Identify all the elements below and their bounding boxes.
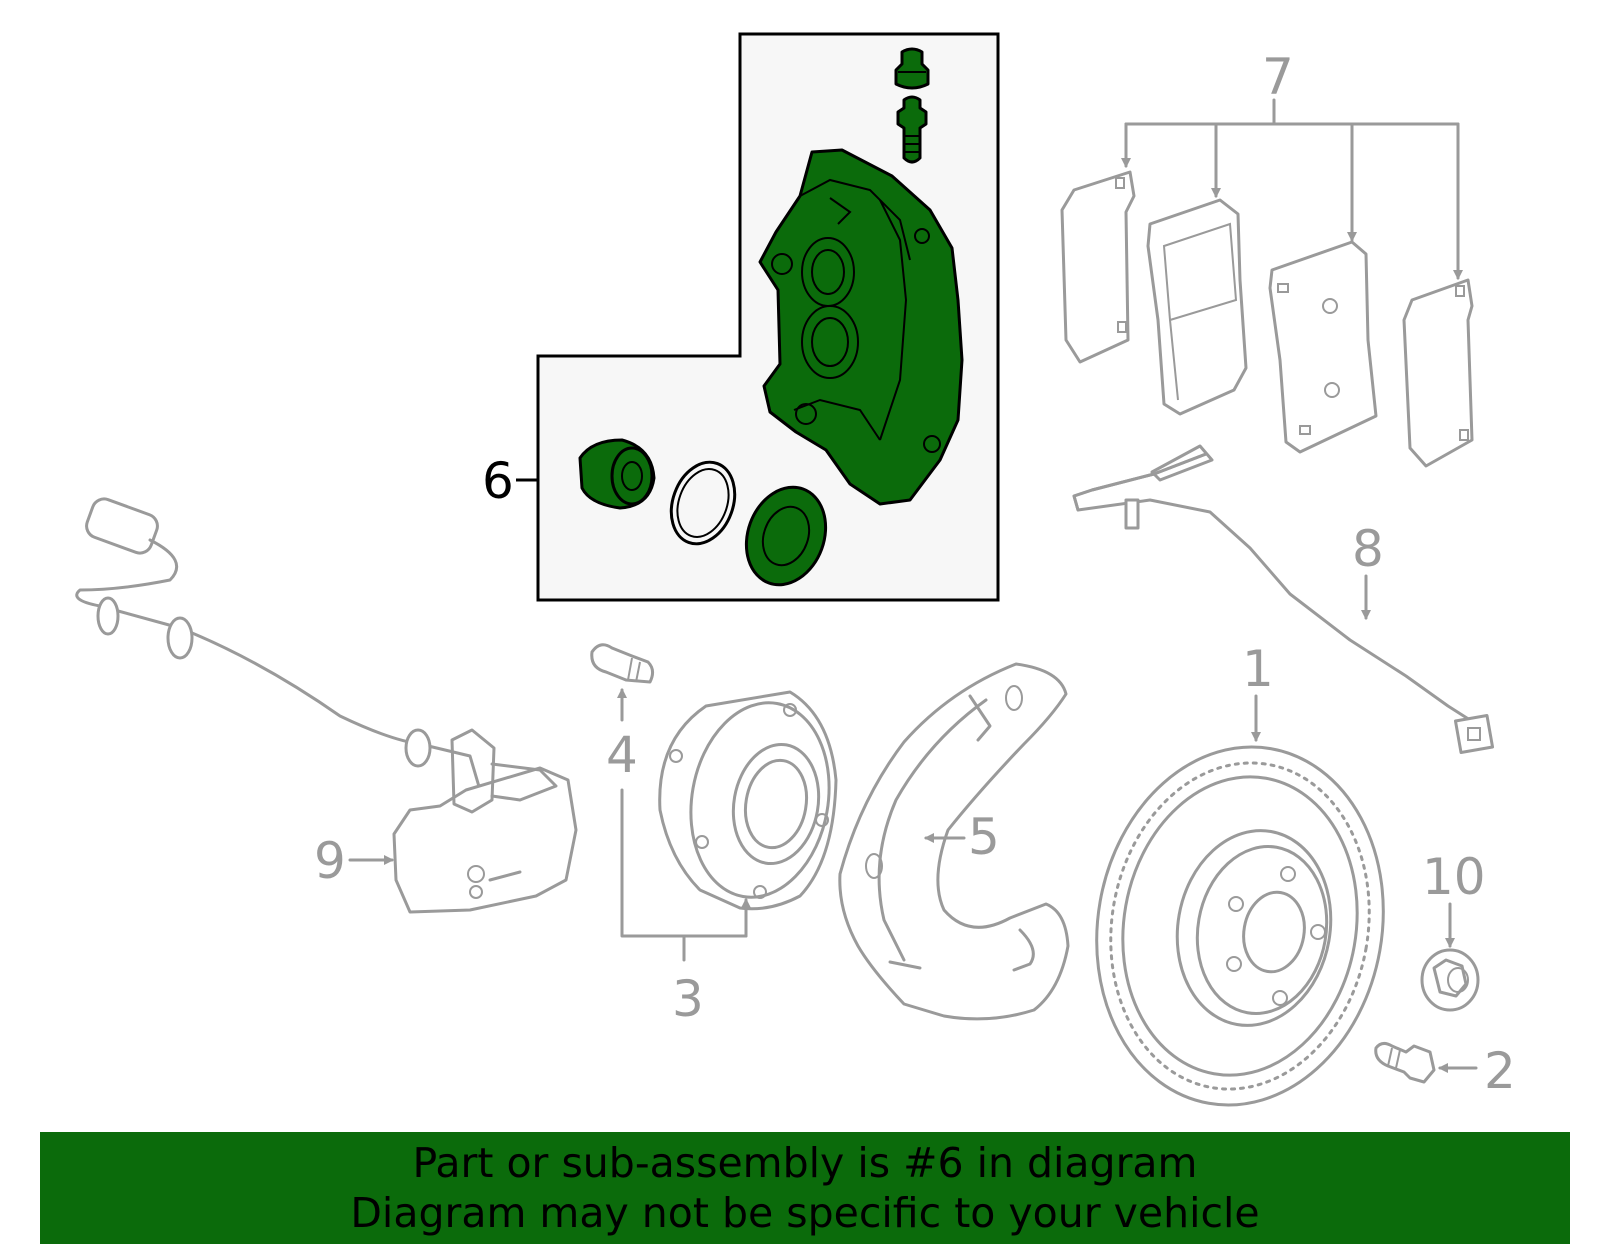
banner-line-1: Part or sub-assembly is #6 in diagram bbox=[412, 1139, 1198, 1187]
abs-sensor-group[interactable]: 9 bbox=[75, 496, 578, 914]
caliper-assembly-group[interactable]: 6 bbox=[482, 32, 1000, 602]
brake-pads-group[interactable]: 7 bbox=[1060, 48, 1474, 468]
callout-3[interactable]: 3 bbox=[672, 970, 704, 1028]
brake-rotor-group[interactable]: 1 bbox=[1069, 640, 1411, 1128]
wear-sensor-connector bbox=[1453, 713, 1495, 755]
caliper-piston bbox=[578, 438, 656, 510]
brake-caliper bbox=[758, 148, 964, 506]
callout-8[interactable]: 8 bbox=[1352, 520, 1384, 578]
bolt-group[interactable]: 2 bbox=[1374, 1041, 1516, 1100]
dust-boot bbox=[744, 485, 828, 587]
pad-shim-inner bbox=[1402, 278, 1474, 468]
abs-sensor-connector bbox=[85, 497, 159, 555]
callout-6[interactable]: 6 bbox=[482, 452, 514, 510]
callout-5[interactable]: 5 bbox=[968, 808, 1000, 866]
hub-nut-group[interactable]: 10 bbox=[1420, 848, 1486, 1012]
abs-sensor-bracket bbox=[392, 766, 578, 914]
piston-seal bbox=[669, 460, 737, 546]
pad-shim-outer bbox=[1060, 170, 1136, 364]
wheel-stud-group[interactable]: 4 bbox=[590, 643, 655, 784]
hub-nut bbox=[1420, 948, 1480, 1012]
callout-10[interactable]: 10 bbox=[1422, 848, 1486, 906]
callout-9[interactable]: 9 bbox=[314, 832, 346, 890]
callout-4[interactable]: 4 bbox=[606, 726, 638, 784]
info-banner: Part or sub-assembly is #6 in diagram Di… bbox=[40, 1132, 1570, 1244]
wear-sensor-group[interactable]: 8 bbox=[1072, 444, 1495, 755]
callout-2[interactable]: 2 bbox=[1484, 1042, 1516, 1100]
hub-bearing-group[interactable]: 3 bbox=[620, 690, 844, 1028]
banner-line-2: Diagram may not be specific to your vehi… bbox=[350, 1189, 1260, 1237]
dust-shield-group[interactable]: 5 bbox=[838, 662, 1070, 1021]
wheel-stud bbox=[590, 643, 655, 684]
brake-rotor bbox=[1095, 745, 1385, 1107]
brake-pad-outer bbox=[1146, 198, 1248, 416]
callout-7[interactable]: 7 bbox=[1262, 48, 1294, 106]
bolt bbox=[1374, 1041, 1436, 1084]
callout-1[interactable]: 1 bbox=[1242, 640, 1274, 698]
brake-pad-inner bbox=[1268, 240, 1378, 454]
bleeder-cap bbox=[894, 47, 930, 90]
dust-shield bbox=[838, 662, 1070, 1021]
bleeder-screw bbox=[896, 95, 928, 164]
